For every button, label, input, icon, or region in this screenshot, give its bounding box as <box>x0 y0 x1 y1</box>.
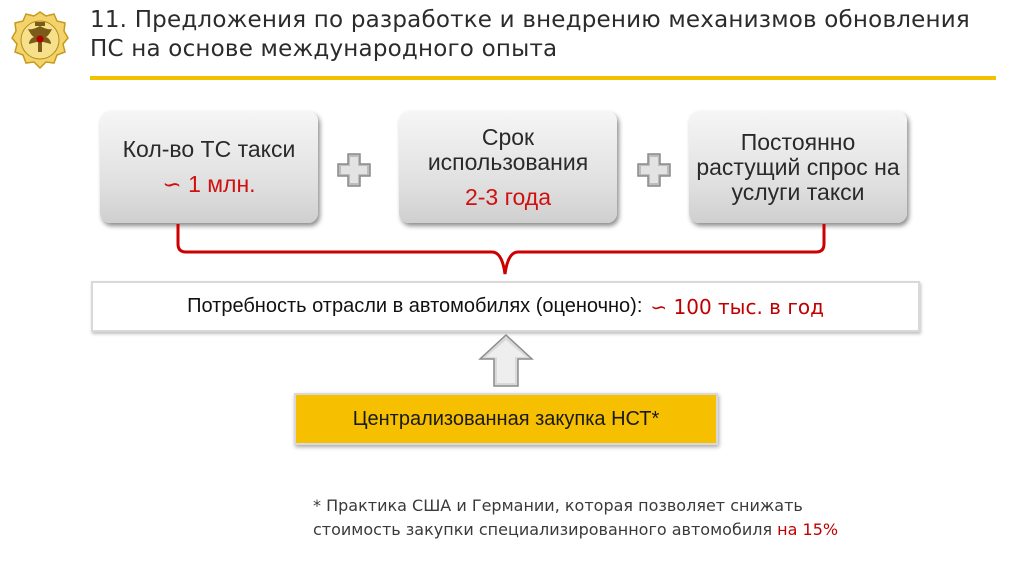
card-value: 2-3 года <box>464 183 551 210</box>
need-label: Потребность отрасли в автомобилях (оцено… <box>187 295 643 317</box>
plus-icon <box>636 152 672 188</box>
footnote-line-2: стоимость закупки специализированного ав… <box>313 518 993 542</box>
card-taxi-count: Кол-во ТС такси ∽ 1 млн. <box>100 111 318 223</box>
plus-icon <box>336 152 372 188</box>
card-growing-demand: Постоянно растущий спрос на услуги такси <box>689 111 907 223</box>
title-line-1: 11. Предложения по разработке и внедрени… <box>90 7 970 33</box>
emblem-logo-icon <box>10 10 70 70</box>
footnote-highlight: на 15% <box>777 520 839 539</box>
card-label: Срок использования <box>427 123 589 175</box>
footnote-line-2-text: стоимость закупки специализированного ав… <box>313 520 778 539</box>
page-title: 11. Предложения по разработке и внедрени… <box>90 6 1015 64</box>
need-value: ∽ 100 тыс. в год <box>650 294 824 319</box>
footnote: * Практика США и Германии, которая позво… <box>313 494 993 542</box>
card-usage-period: Срок использования 2-3 года <box>399 111 617 223</box>
footnote-line-1: * Практика США и Германии, которая позво… <box>313 496 803 515</box>
grouping-brace <box>170 222 840 278</box>
up-arrow-icon <box>476 333 536 388</box>
title-line-2: ПС на основе международного опыта <box>90 36 558 62</box>
card-label: Постоянно растущий спрос на услуги такси <box>696 128 900 205</box>
card-value: ∽ 1 млн. <box>162 171 256 197</box>
industry-need-box: Потребность отрасли в автомобилях (оцено… <box>91 281 920 332</box>
purchase-label: Централизованная закупка НСТ* <box>352 407 660 430</box>
title-underline <box>90 76 996 80</box>
centralized-purchase-box: Централизованная закупка НСТ* <box>294 393 718 445</box>
card-label: Кол-во ТС такси <box>122 136 296 162</box>
